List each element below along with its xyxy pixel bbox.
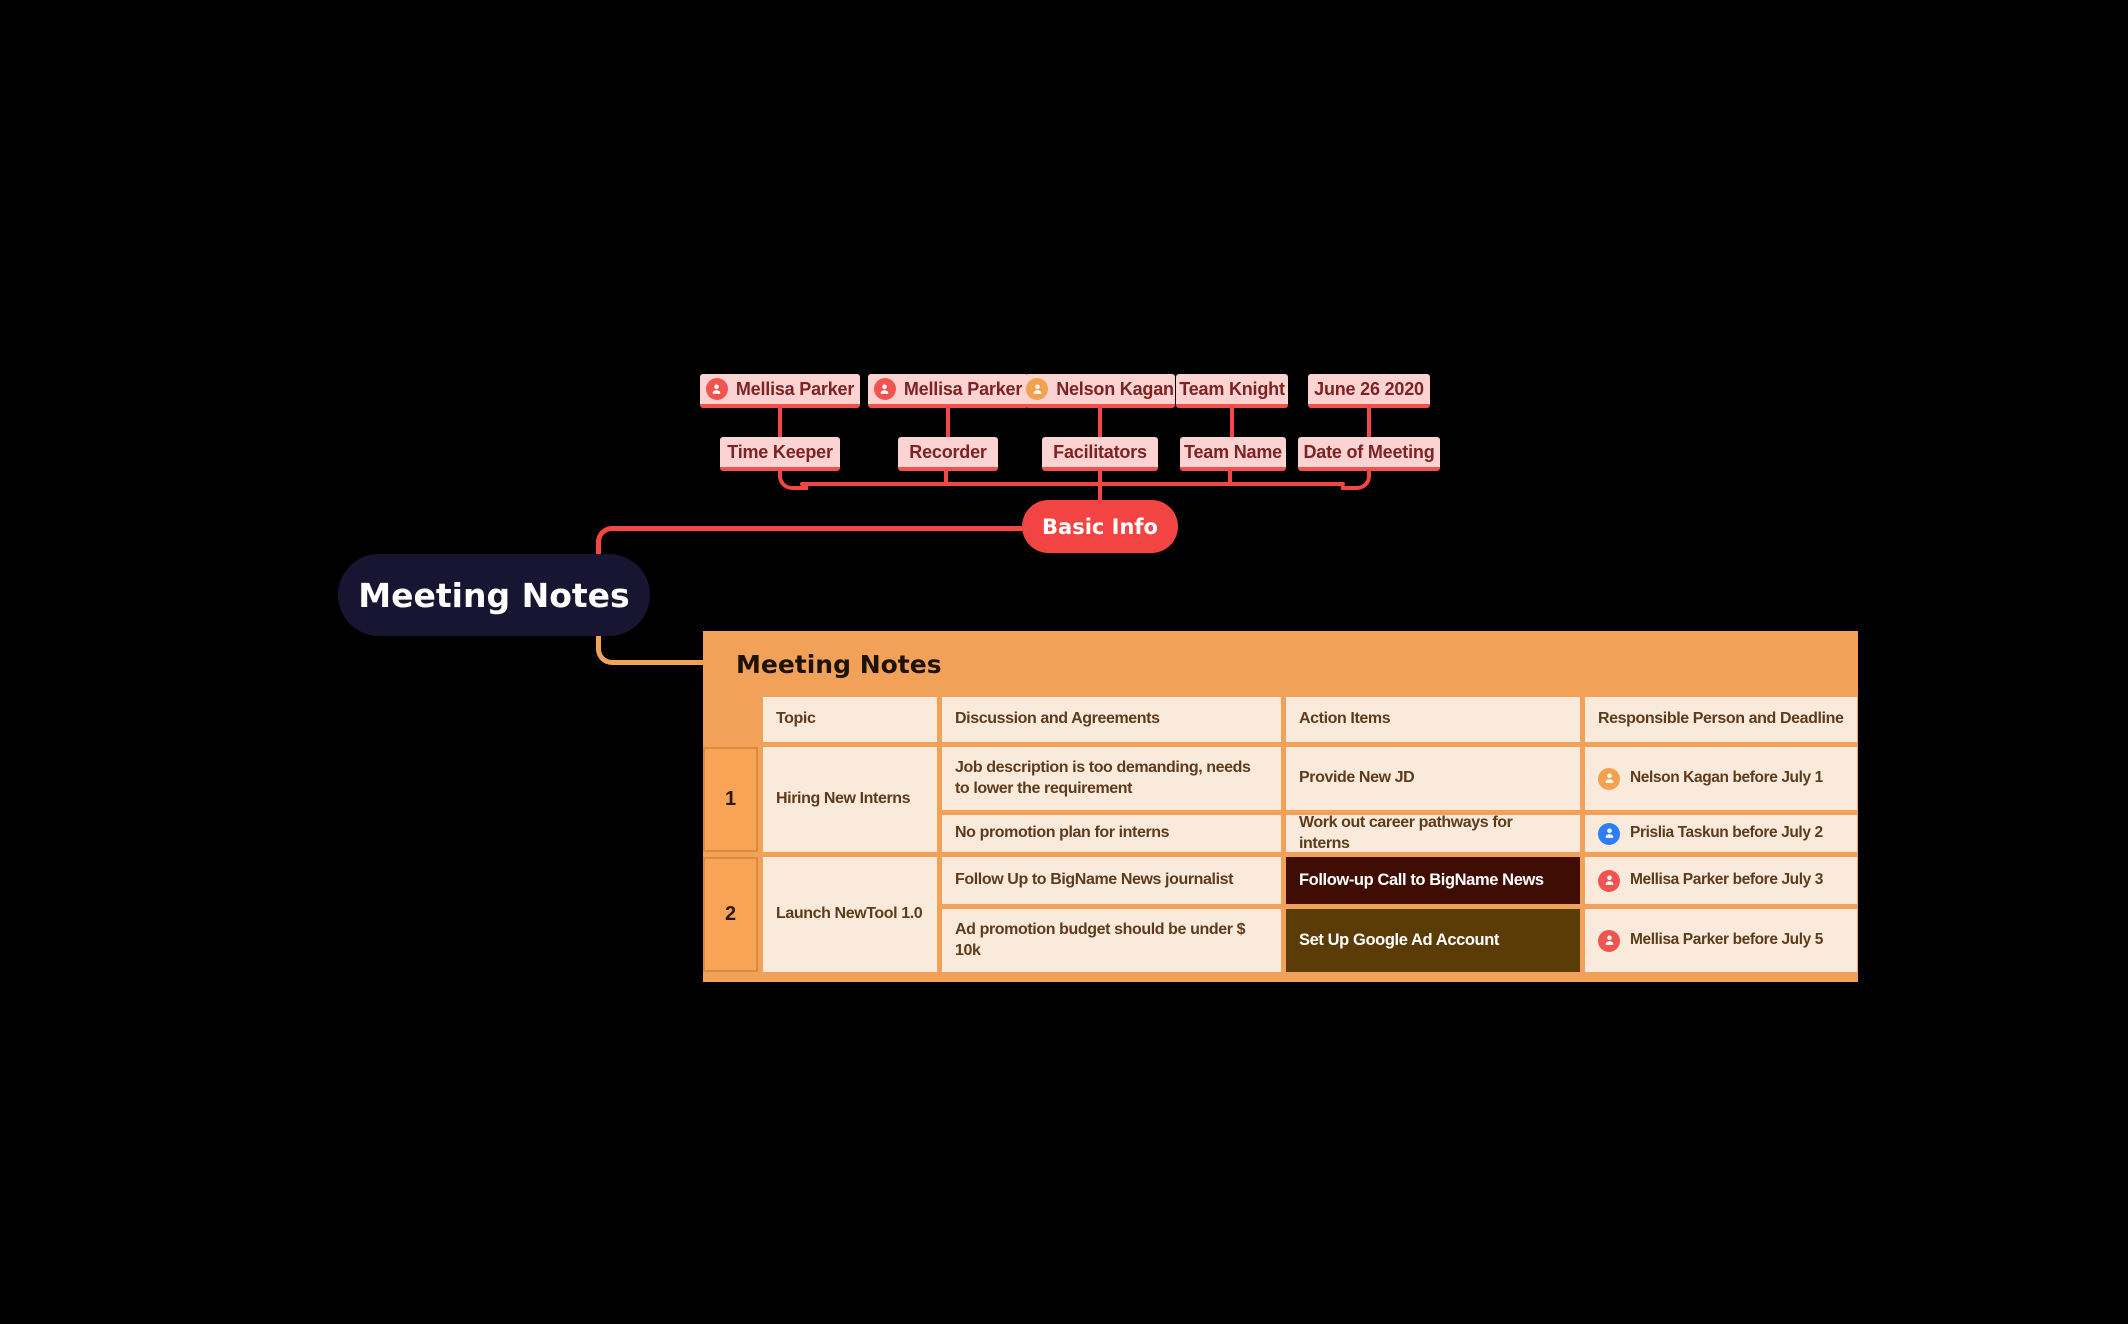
responsible-text: Nelson Kagan before July 1 [1630,769,1823,787]
person-icon [705,378,728,400]
node-label: Date of Meeting [1303,441,1435,462]
action-cell[interactable]: Provide New JD [1286,747,1580,810]
node-recorder[interactable]: Recorder [898,437,998,471]
node-team-name-value[interactable]: Team Knight [1176,374,1288,408]
responsible-cell[interactable]: Prislia Taskun before July 2 [1585,815,1857,852]
node-time-keeper-value[interactable]: Mellisa Parker [700,374,860,408]
connector [1367,406,1371,439]
meeting-notes-table[interactable]: Meeting Notes Topic Discussion and Agree… [703,631,1858,982]
node-label: June 26 2020 [1314,378,1424,399]
branch-label: Basic Info [1042,514,1158,539]
responsible-text: Mellisa Parker before July 5 [1630,931,1823,949]
node-date-value[interactable]: June 26 2020 [1308,374,1430,408]
node-date[interactable]: Date of Meeting [1298,437,1440,471]
node-label: Facilitators [1053,441,1147,462]
node-facilitators[interactable]: Facilitators [1042,437,1158,471]
connector [778,406,782,439]
person-icon [873,378,896,400]
connector [1230,406,1234,439]
node-label: Team Name [1184,441,1282,462]
column-header-topic[interactable]: Topic [763,697,937,742]
topic-cell[interactable]: Hiring New Interns [763,747,937,852]
node-recorder-value[interactable]: Mellisa Parker [868,374,1028,408]
connector-root-table [596,628,708,665]
person-icon [1598,929,1620,952]
column-header-discussion[interactable]: Discussion and Agreements [942,697,1281,742]
connector [1098,406,1102,439]
node-label: Mellisa Parker [735,378,855,399]
responsible-cell[interactable]: Mellisa Parker before July 3 [1585,857,1857,904]
person-icon [1026,378,1049,400]
responsible-text: Mellisa Parker before July 3 [1630,871,1823,889]
person-icon [1598,822,1620,845]
responsible-cell[interactable]: Mellisa Parker before July 5 [1585,909,1857,972]
person-icon [1598,767,1620,790]
connector-root-basic-info [596,526,1027,565]
node-time-keeper[interactable]: Time Keeper [720,437,840,471]
discussion-cell[interactable]: Ad promotion budget should be under $ 10… [942,909,1281,972]
node-label: Nelson Kagan [1056,378,1174,399]
topic-cell[interactable]: Launch NewTool 1.0 [763,857,937,972]
root-label: Meeting Notes [358,575,630,615]
connector [1098,469,1102,503]
node-label: Recorder [909,441,987,462]
discussion-cell[interactable]: No promotion plan for interns [942,815,1281,852]
action-cell-highlight[interactable]: Set Up Google Ad Account [1286,909,1580,972]
node-facilitators-value[interactable]: Nelson Kagan [1025,374,1175,408]
connector [946,406,950,439]
responsible-cell[interactable]: Nelson Kagan before July 1 [1585,747,1857,810]
branch-basic-info[interactable]: Basic Info [1022,500,1178,553]
connector [944,469,948,484]
connector [1228,469,1232,484]
column-header-responsible[interactable]: Responsible Person and Deadline [1585,697,1857,742]
person-icon [1598,869,1620,892]
connector [800,482,1345,486]
discussion-cell[interactable]: Follow Up to BigName News journalist [942,857,1281,904]
node-label: Mellisa Parker [903,378,1023,399]
table-title: Meeting Notes [736,649,942,679]
discussion-cell[interactable]: Job description is too demanding, needs … [942,747,1281,810]
connector [778,469,808,490]
table-grid: Topic Discussion and Agreements Action I… [703,697,1857,972]
row-number: 2 [703,857,758,972]
node-label: Time Keeper [727,441,833,462]
row-number: 1 [703,747,758,852]
action-cell[interactable]: Work out career pathways for interns [1286,814,1580,852]
column-header-action[interactable]: Action Items [1286,697,1580,742]
node-label: Team Knight [1179,378,1285,399]
root-meeting-notes[interactable]: Meeting Notes [338,554,650,636]
action-cell-highlight[interactable]: Follow-up Call to BigName News [1286,857,1580,904]
responsible-text: Prislia Taskun before July 2 [1630,824,1823,842]
node-team-name[interactable]: Team Name [1180,437,1286,471]
connector [1341,469,1371,490]
